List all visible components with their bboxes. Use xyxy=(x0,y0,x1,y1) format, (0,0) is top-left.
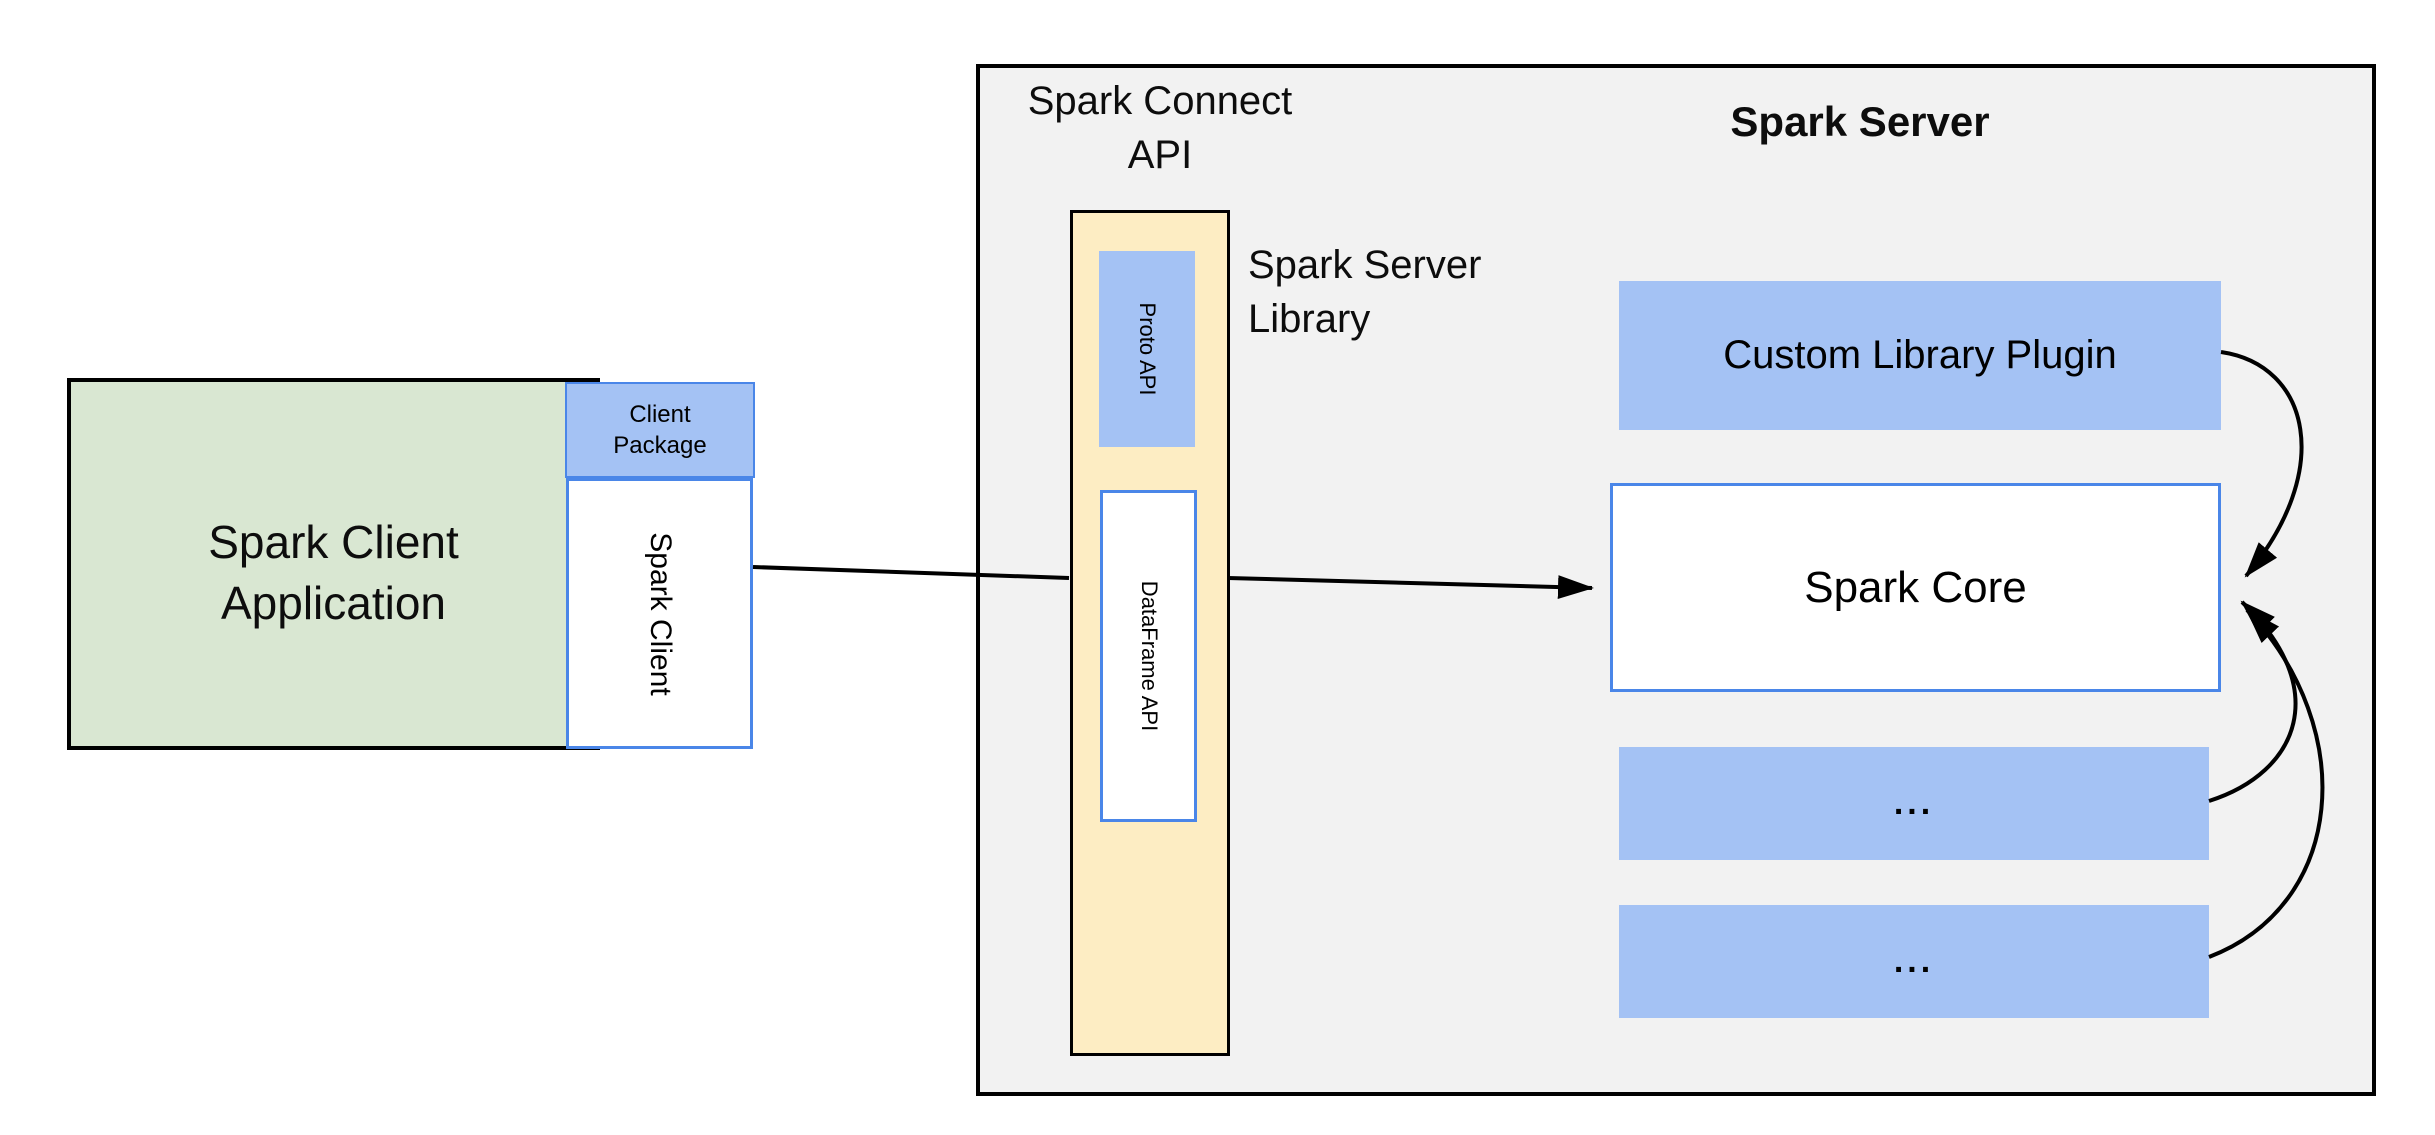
client-package-line2: Package xyxy=(613,432,707,459)
dataframe-api-label: DataFrame API xyxy=(1136,580,1162,732)
spark-server-title: Spark Server xyxy=(1730,98,1990,145)
spark-client-box: Spark Client xyxy=(566,478,753,749)
spark-connect-api-line1: Spark Connect xyxy=(1027,79,1293,123)
proto-api-label: Proto API xyxy=(1135,302,1160,396)
client-package-box: Client Package xyxy=(565,382,755,478)
spark-client-label: Spark Client xyxy=(643,531,677,696)
spark-core-box: Spark Core xyxy=(1610,483,2221,692)
placeholder-plugin-box-1: ... xyxy=(1619,747,2209,860)
placeholder-plugin-label-1: ... xyxy=(1893,784,1935,822)
spark-connect-api-line2: API xyxy=(1127,133,1193,177)
proto-api-box: Proto API xyxy=(1099,251,1195,447)
spark-server-library-line2: Library xyxy=(1248,297,1371,341)
spark-server-library-line1: Spark Server xyxy=(1248,243,1482,287)
client-package-label: Client Package xyxy=(613,399,706,461)
spark-client-application-label: Spark Client Application xyxy=(208,512,459,633)
custom-library-plugin-box: Custom Library Plugin xyxy=(1619,281,2221,430)
client-package-line1: Client xyxy=(629,400,691,428)
spark-server-library-label: Spark Server Library xyxy=(1248,238,1568,346)
spark-connect-api-label: Spark Connect API xyxy=(1010,74,1310,182)
spark-core-label: Spark Core xyxy=(1804,562,2027,612)
spark-client-application-line2: Application xyxy=(220,577,447,629)
spark-client-application-box: Spark Client Application xyxy=(67,378,600,750)
custom-library-plugin-label: Custom Library Plugin xyxy=(1723,333,2117,377)
spark-client-application-line1: Spark Client xyxy=(208,516,459,569)
placeholder-plugin-label-2: ... xyxy=(1893,942,1935,980)
placeholder-plugin-box-2: ... xyxy=(1619,905,2209,1018)
dataframe-api-box: DataFrame API xyxy=(1100,490,1197,822)
